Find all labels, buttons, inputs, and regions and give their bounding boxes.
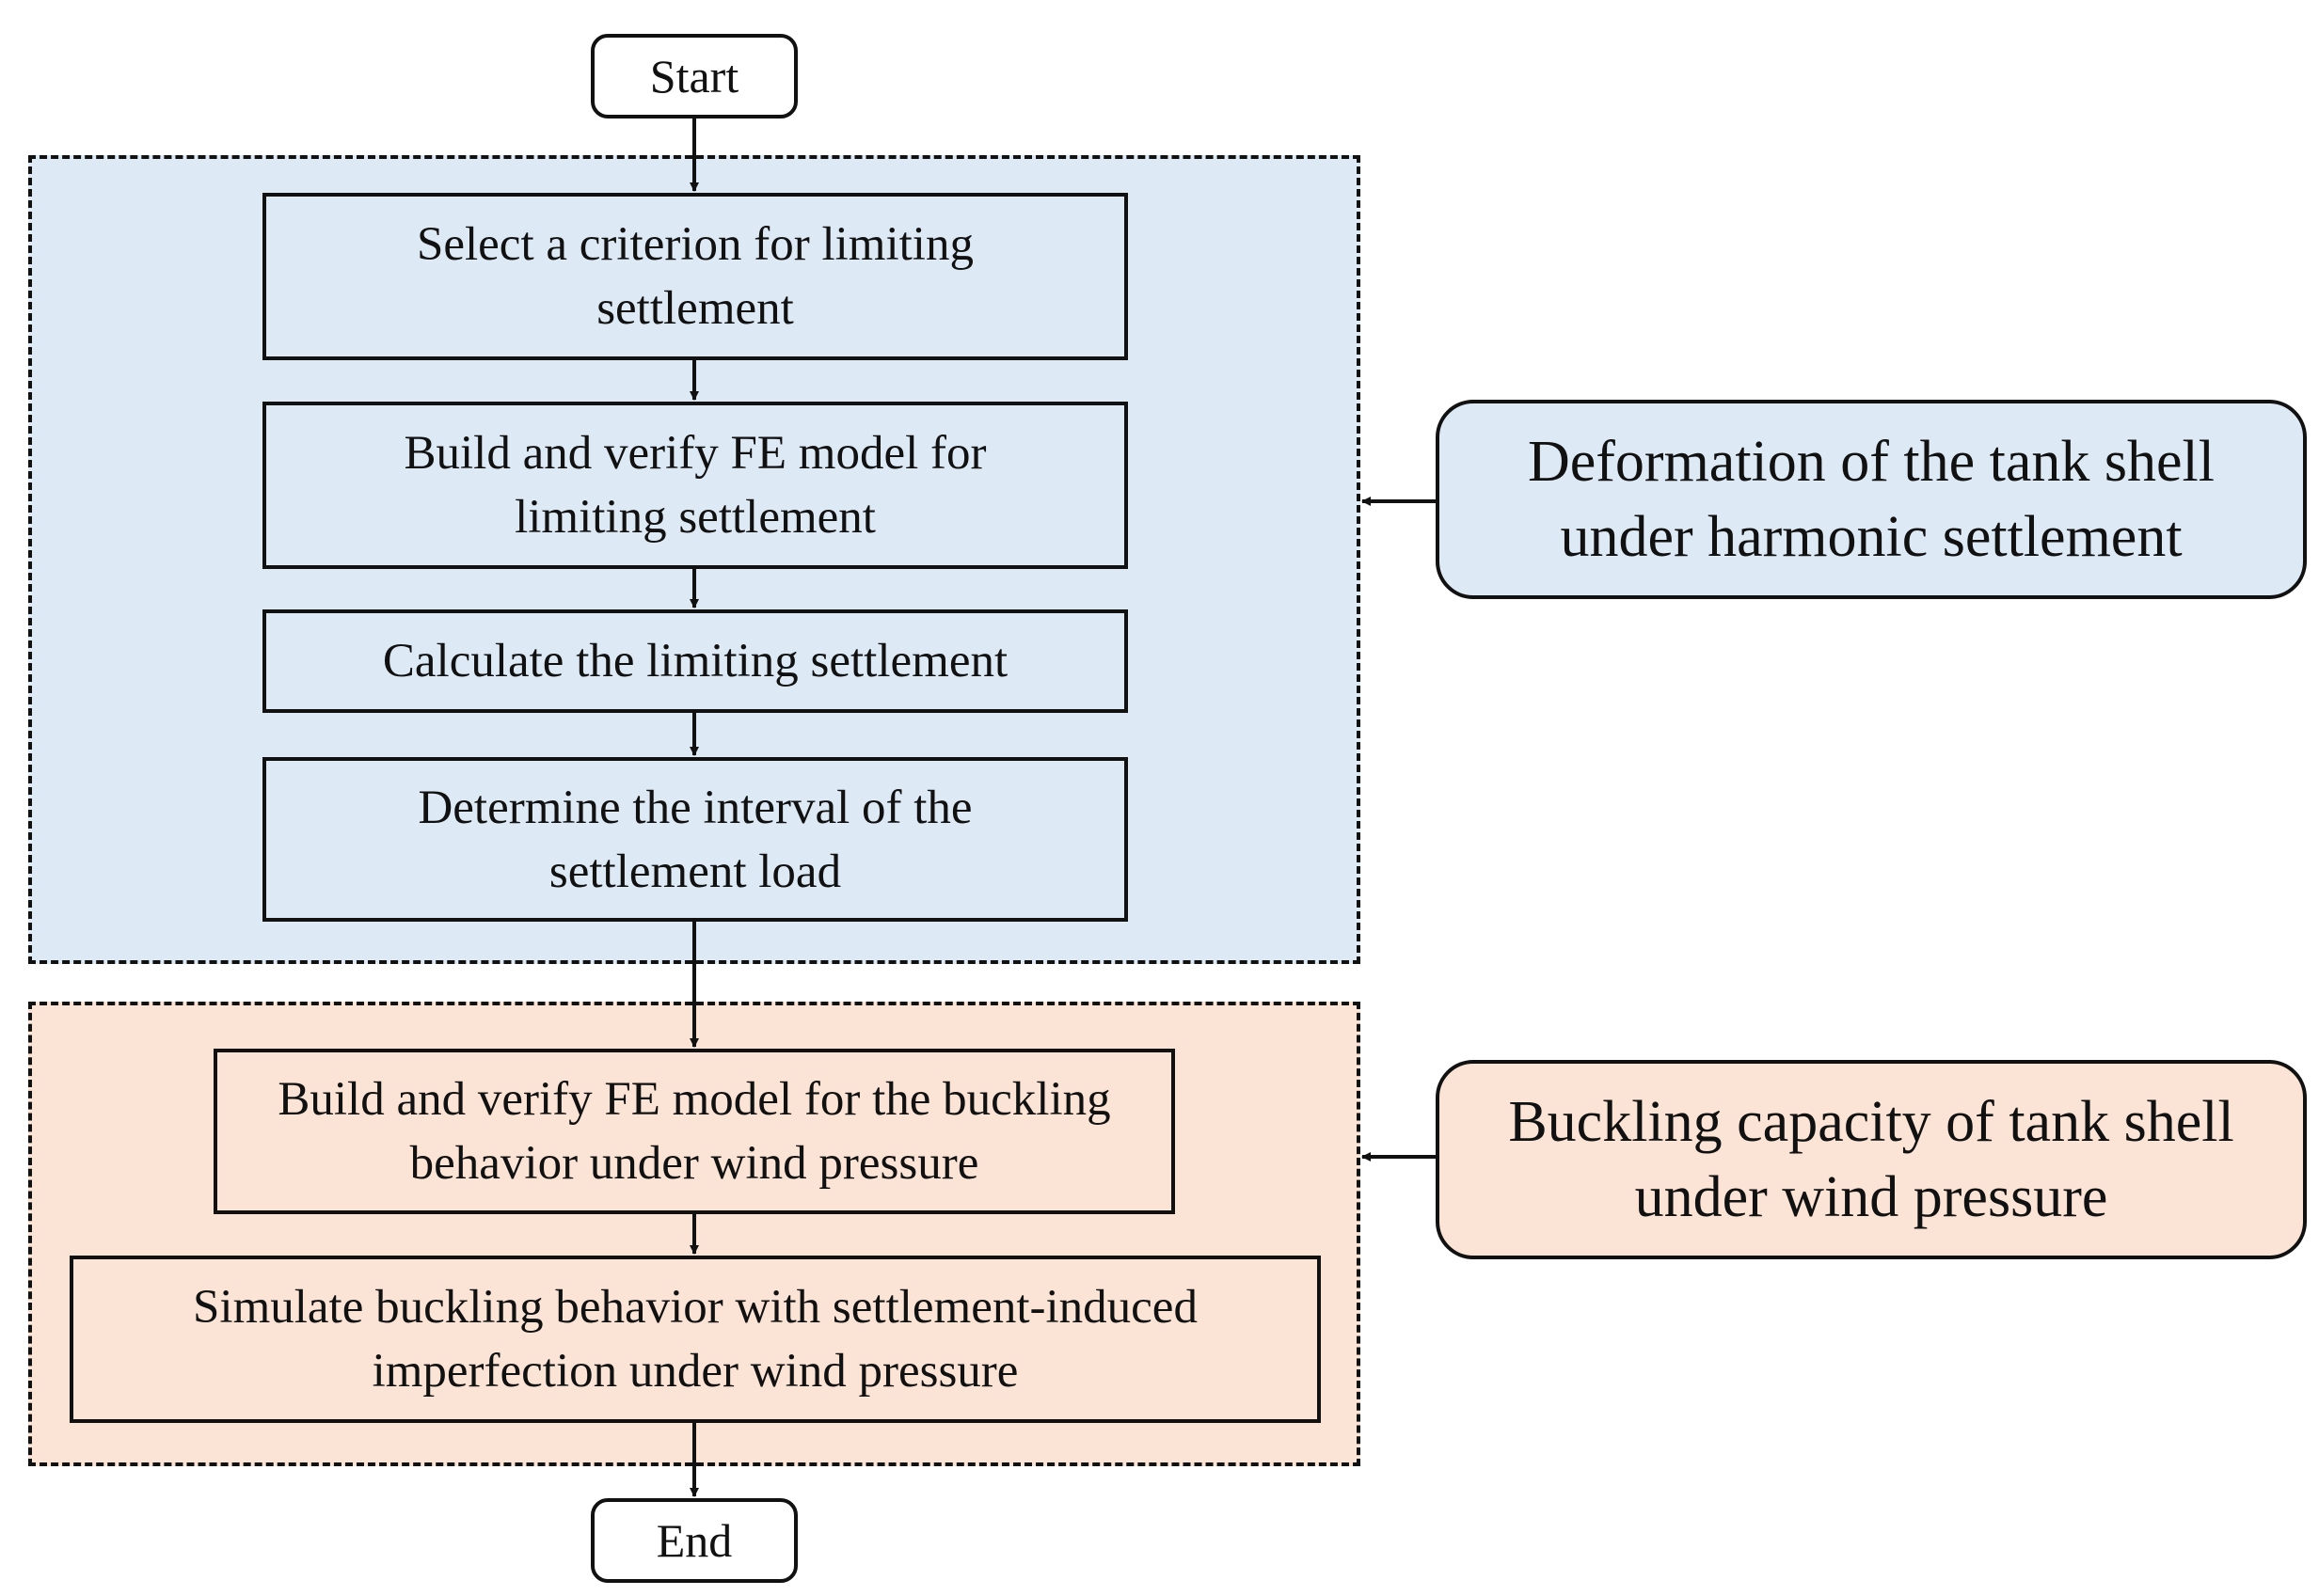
step-calculate-limiting-settlement: Calculate the limiting settlement [262,609,1128,713]
step-build-fe-model-buckling: Build and verify FE model for the buckli… [214,1049,1175,1214]
step-simulate-buckling: Simulate buckling behavior with settleme… [70,1256,1321,1423]
step-select-criterion: Select a criterion for limiting settleme… [262,193,1128,360]
end-node: End [591,1498,798,1583]
annotation-deformation: Deformation of the tank shell under harm… [1436,400,2307,599]
step-determine-interval: Determine the interval of the settlement… [262,757,1128,922]
annotation-buckling: Buckling capacity of tank shell under wi… [1436,1060,2307,1259]
step-build-fe-model-settlement: Build and verify FE model for limiting s… [262,402,1128,569]
start-node: Start [591,34,798,119]
